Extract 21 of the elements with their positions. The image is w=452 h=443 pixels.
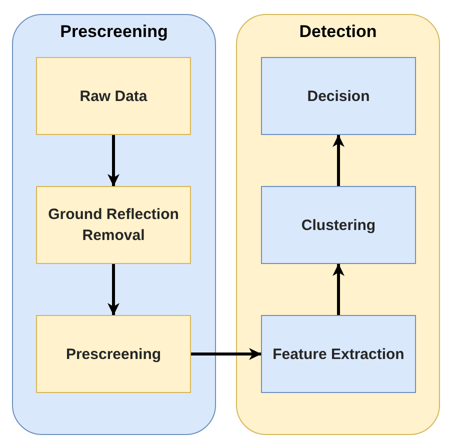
arrow bbox=[108, 264, 120, 316]
box-label: Clustering bbox=[301, 216, 376, 236]
box-label: Feature Extraction bbox=[272, 344, 404, 364]
box-label: Decision bbox=[307, 86, 370, 106]
panel-title: Prescreening bbox=[60, 21, 168, 42]
arrow bbox=[332, 134, 344, 186]
process-box bbox=[261, 315, 416, 393]
process-box bbox=[36, 315, 191, 393]
box-label: Raw Data bbox=[80, 86, 148, 106]
arrow bbox=[332, 264, 344, 315]
process-box bbox=[261, 186, 416, 264]
process-box bbox=[36, 186, 191, 264]
group-panel bbox=[236, 14, 440, 435]
group-panel bbox=[12, 14, 216, 435]
process-box bbox=[261, 57, 416, 135]
box-label: Ground Reflection Removal bbox=[47, 205, 180, 246]
arrow bbox=[108, 135, 120, 186]
panel-title: Detection bbox=[299, 21, 377, 42]
arrow bbox=[191, 348, 262, 360]
box-label: Prescreening bbox=[66, 344, 162, 364]
process-box bbox=[36, 57, 191, 135]
